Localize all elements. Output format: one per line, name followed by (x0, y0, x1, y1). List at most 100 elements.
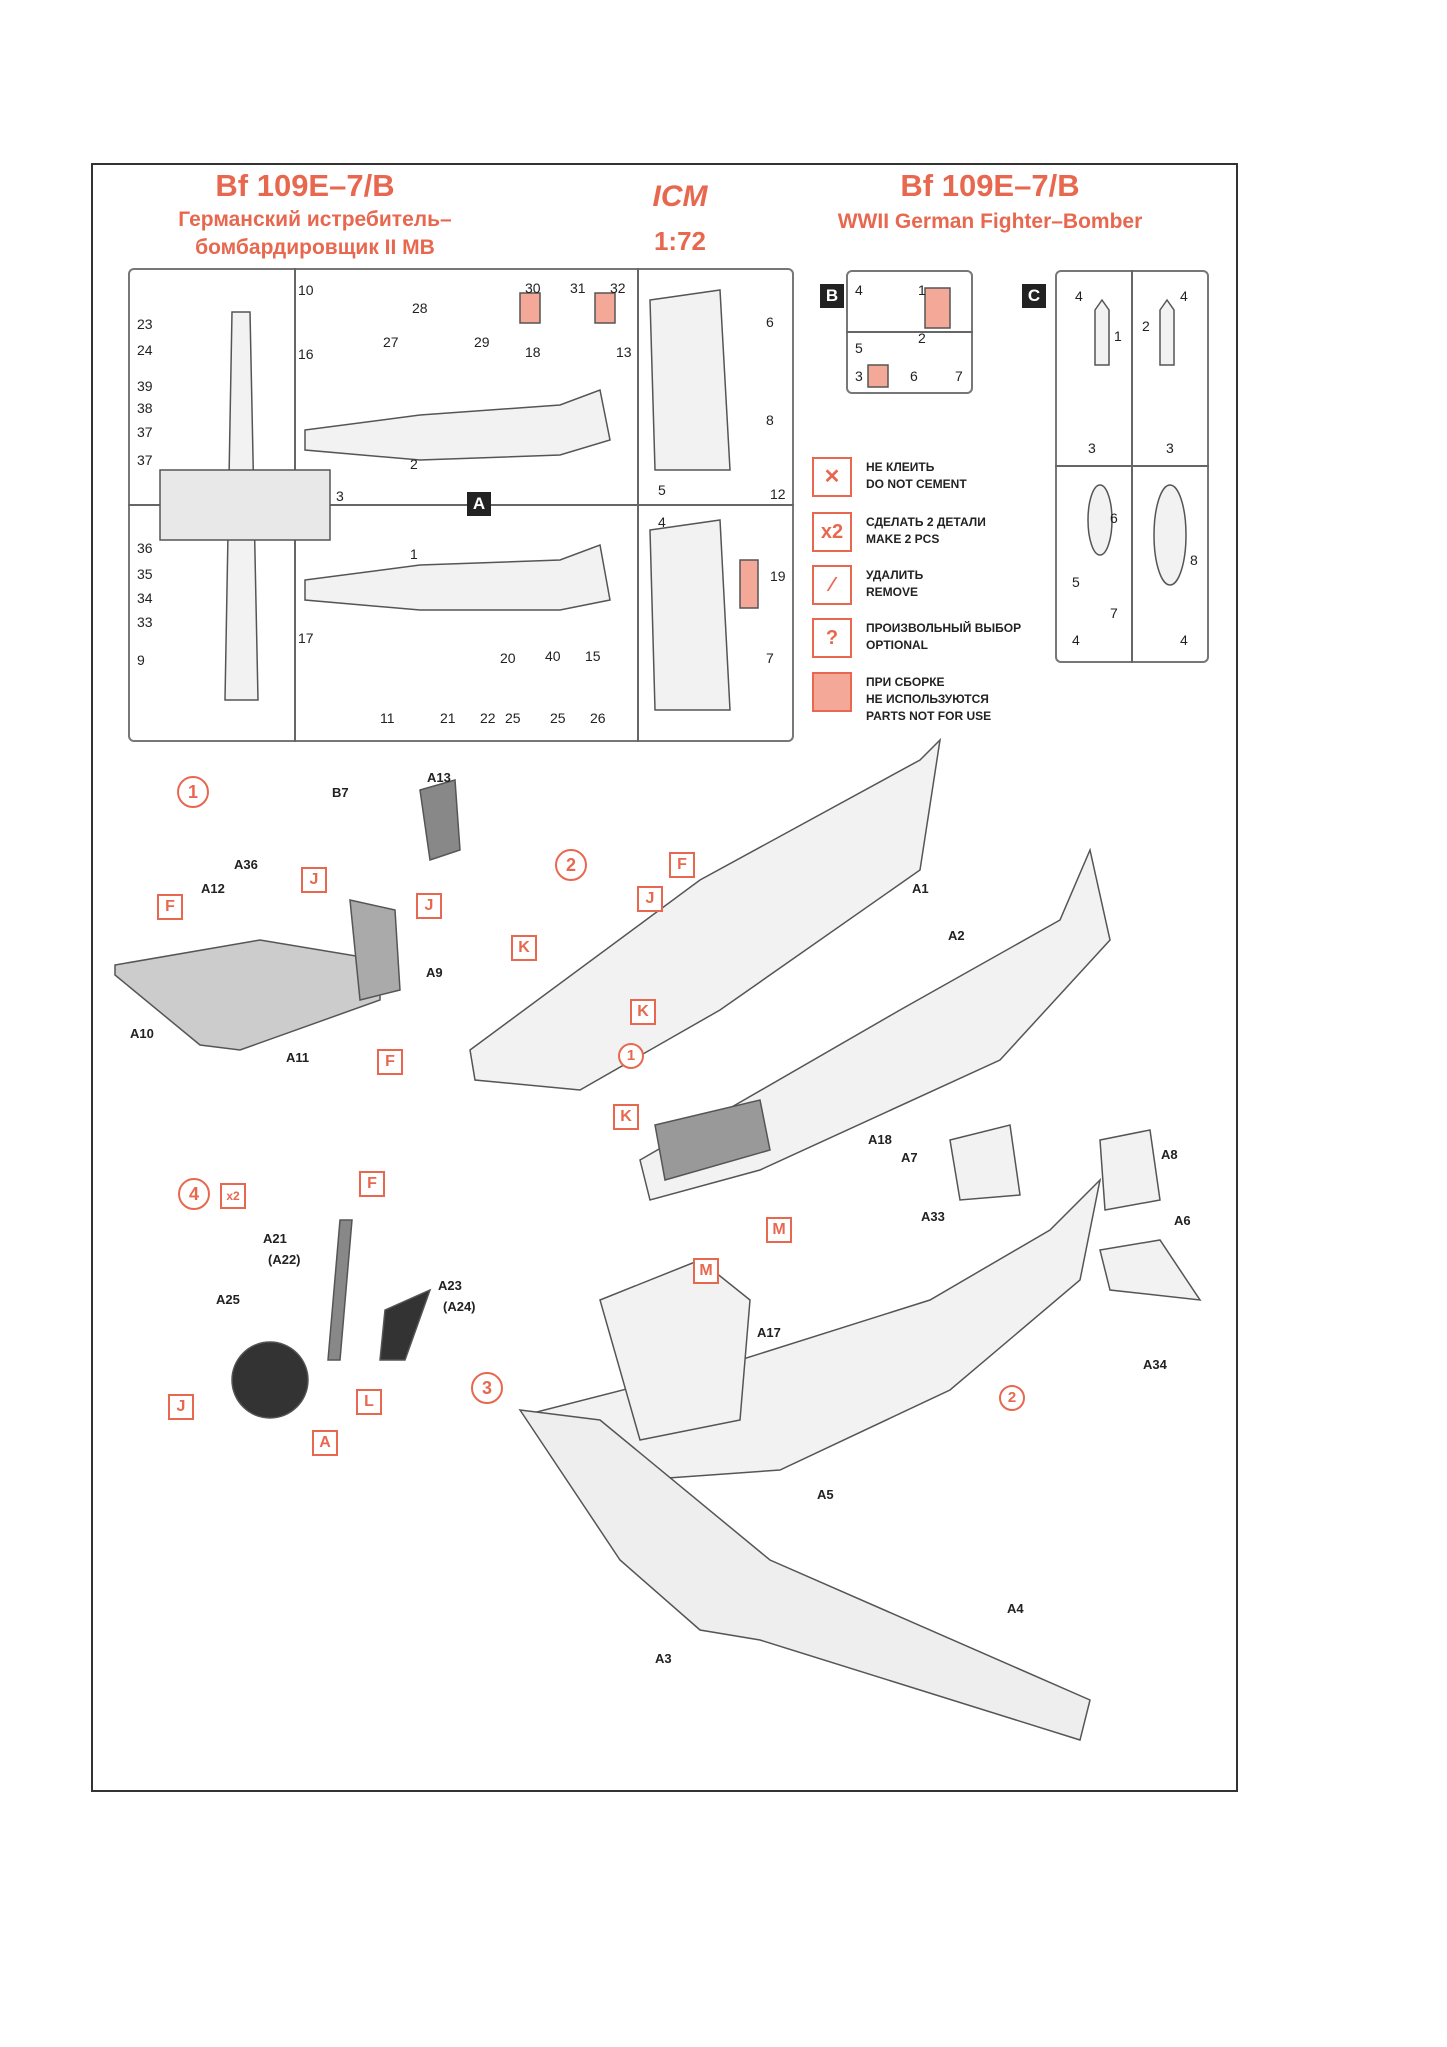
part-number: 5 (855, 340, 863, 356)
part-number: 6 (1110, 510, 1118, 526)
part-number: 10 (298, 282, 314, 298)
part-number: 8 (1190, 552, 1198, 568)
step-number: 3 (471, 1372, 503, 1404)
part-callout: A3 (655, 1651, 672, 1666)
part-callout: A10 (130, 1026, 154, 1041)
subtitle-right: WWII German Fighter–Bomber (837, 210, 1143, 233)
part-number: 28 (412, 300, 428, 316)
paint-color-tag: L (356, 1389, 382, 1415)
part-callout: A8 (1161, 1147, 1178, 1162)
part-number: 13 (616, 344, 632, 360)
legend-item: ✕ НЕ КЛЕИТЬ DO NOT CEMENT (812, 457, 1052, 501)
paint-color-tag: J (301, 867, 327, 893)
paint-color-tag: F (157, 894, 183, 920)
part-number: 25 (550, 710, 566, 726)
part-callout: A12 (201, 881, 225, 896)
subtitle-left-2: бомбардировщик II МВ (195, 236, 435, 259)
part-number: 1 (918, 282, 926, 298)
part-number: 36 (137, 540, 153, 556)
legend-text: ПРОИЗВОЛЬНЫЙ ВЫБОР OPTIONAL (866, 620, 1021, 654)
paint-color-tag: M (693, 1258, 719, 1284)
part-callout: A18 (868, 1132, 892, 1147)
legend-ru: ПРИ СБОРКЕ НЕ ИСПОЛЬЗУЮТСЯ (866, 675, 989, 706)
legend-en: MAKE 2 PCS (866, 532, 940, 546)
part-callout: A36 (234, 857, 258, 872)
part-number: 40 (545, 648, 561, 664)
paint-color-tag: F (359, 1171, 385, 1197)
part-number: 2 (410, 456, 418, 472)
part-callout: A5 (817, 1487, 834, 1502)
paint-color-tag: F (669, 852, 695, 878)
substep-reference: 1 (618, 1043, 644, 1069)
part-number: 24 (137, 342, 153, 358)
part-number: 39 (137, 378, 153, 394)
part-number: 7 (766, 650, 774, 666)
paint-color-tag: F (377, 1049, 403, 1075)
step-number: 2 (555, 849, 587, 881)
legend-en: OPTIONAL (866, 638, 928, 652)
part-number: 1 (410, 546, 418, 562)
part-number: 5 (1072, 574, 1080, 590)
part-callout: A7 (901, 1150, 918, 1165)
part-number: 6 (766, 314, 774, 330)
part-number: 17 (298, 630, 314, 646)
legend-ru: ПРОИЗВОЛЬНЫЙ ВЫБОР (866, 621, 1022, 635)
part-number: 1 (1114, 328, 1122, 344)
paint-color-tag: M (766, 1217, 792, 1243)
part-number: 5 (658, 482, 666, 498)
substep-reference: 2 (999, 1385, 1025, 1411)
part-number: 19 (770, 568, 786, 584)
paint-color-tag: J (637, 886, 663, 912)
no-glue-icon: ✕ (812, 457, 852, 497)
legend-en: DO NOT CEMENT (866, 477, 967, 491)
part-number: 31 (570, 280, 586, 296)
paint-color-tag: K (613, 1104, 639, 1130)
paint-color-tag: K (511, 935, 537, 961)
part-number: 7 (955, 368, 963, 384)
part-callout: (A22) (268, 1252, 301, 1267)
step-number: 1 (177, 776, 209, 808)
part-number: 3 (1166, 440, 1174, 456)
part-number: 22 (480, 710, 496, 726)
part-callout: A9 (426, 965, 443, 980)
paint-color-tag: J (416, 893, 442, 919)
part-callout: A33 (921, 1209, 945, 1224)
part-number: 23 (137, 316, 153, 332)
sprue-c-label: C (1022, 284, 1046, 308)
paint-color-tag: K (630, 999, 656, 1025)
part-number: 4 (1180, 632, 1188, 648)
part-number: 26 (590, 710, 606, 726)
part-number: 9 (137, 652, 145, 668)
part-number: 35 (137, 566, 153, 582)
instruction-frame (91, 163, 1238, 1792)
legend-ru: СДЕЛАТЬ 2 ДЕТАЛИ (866, 515, 986, 529)
legend-ru: НЕ КЛЕИТЬ (866, 460, 935, 474)
legend-text: СДЕЛАТЬ 2 ДЕТАЛИ MAKE 2 PCS (866, 514, 986, 548)
part-callout: A1 (912, 881, 929, 896)
part-number: 21 (440, 710, 456, 726)
part-number: 33 (137, 614, 153, 630)
legend-text: НЕ КЛЕИТЬ DO NOT CEMENT (866, 459, 967, 493)
logo-text: ICM (652, 180, 708, 213)
part-number: 20 (500, 650, 516, 666)
part-number: 25 (505, 710, 521, 726)
part-number: 15 (585, 648, 601, 664)
part-number: 27 (383, 334, 399, 350)
paint-color-tag: J (168, 1394, 194, 1420)
part-number: 3 (1088, 440, 1096, 456)
legend-ru: УДАЛИТЬ (866, 568, 924, 582)
icm-logo: ICM (640, 180, 720, 214)
part-number: 4 (855, 282, 863, 298)
part-number: 7 (1110, 605, 1118, 621)
part-number: 6 (910, 368, 918, 384)
part-callout: A4 (1007, 1601, 1024, 1616)
sprue-b-label: B (820, 284, 844, 308)
part-number: 12 (770, 486, 786, 502)
part-number: 29 (474, 334, 490, 350)
part-number: 18 (525, 344, 541, 360)
